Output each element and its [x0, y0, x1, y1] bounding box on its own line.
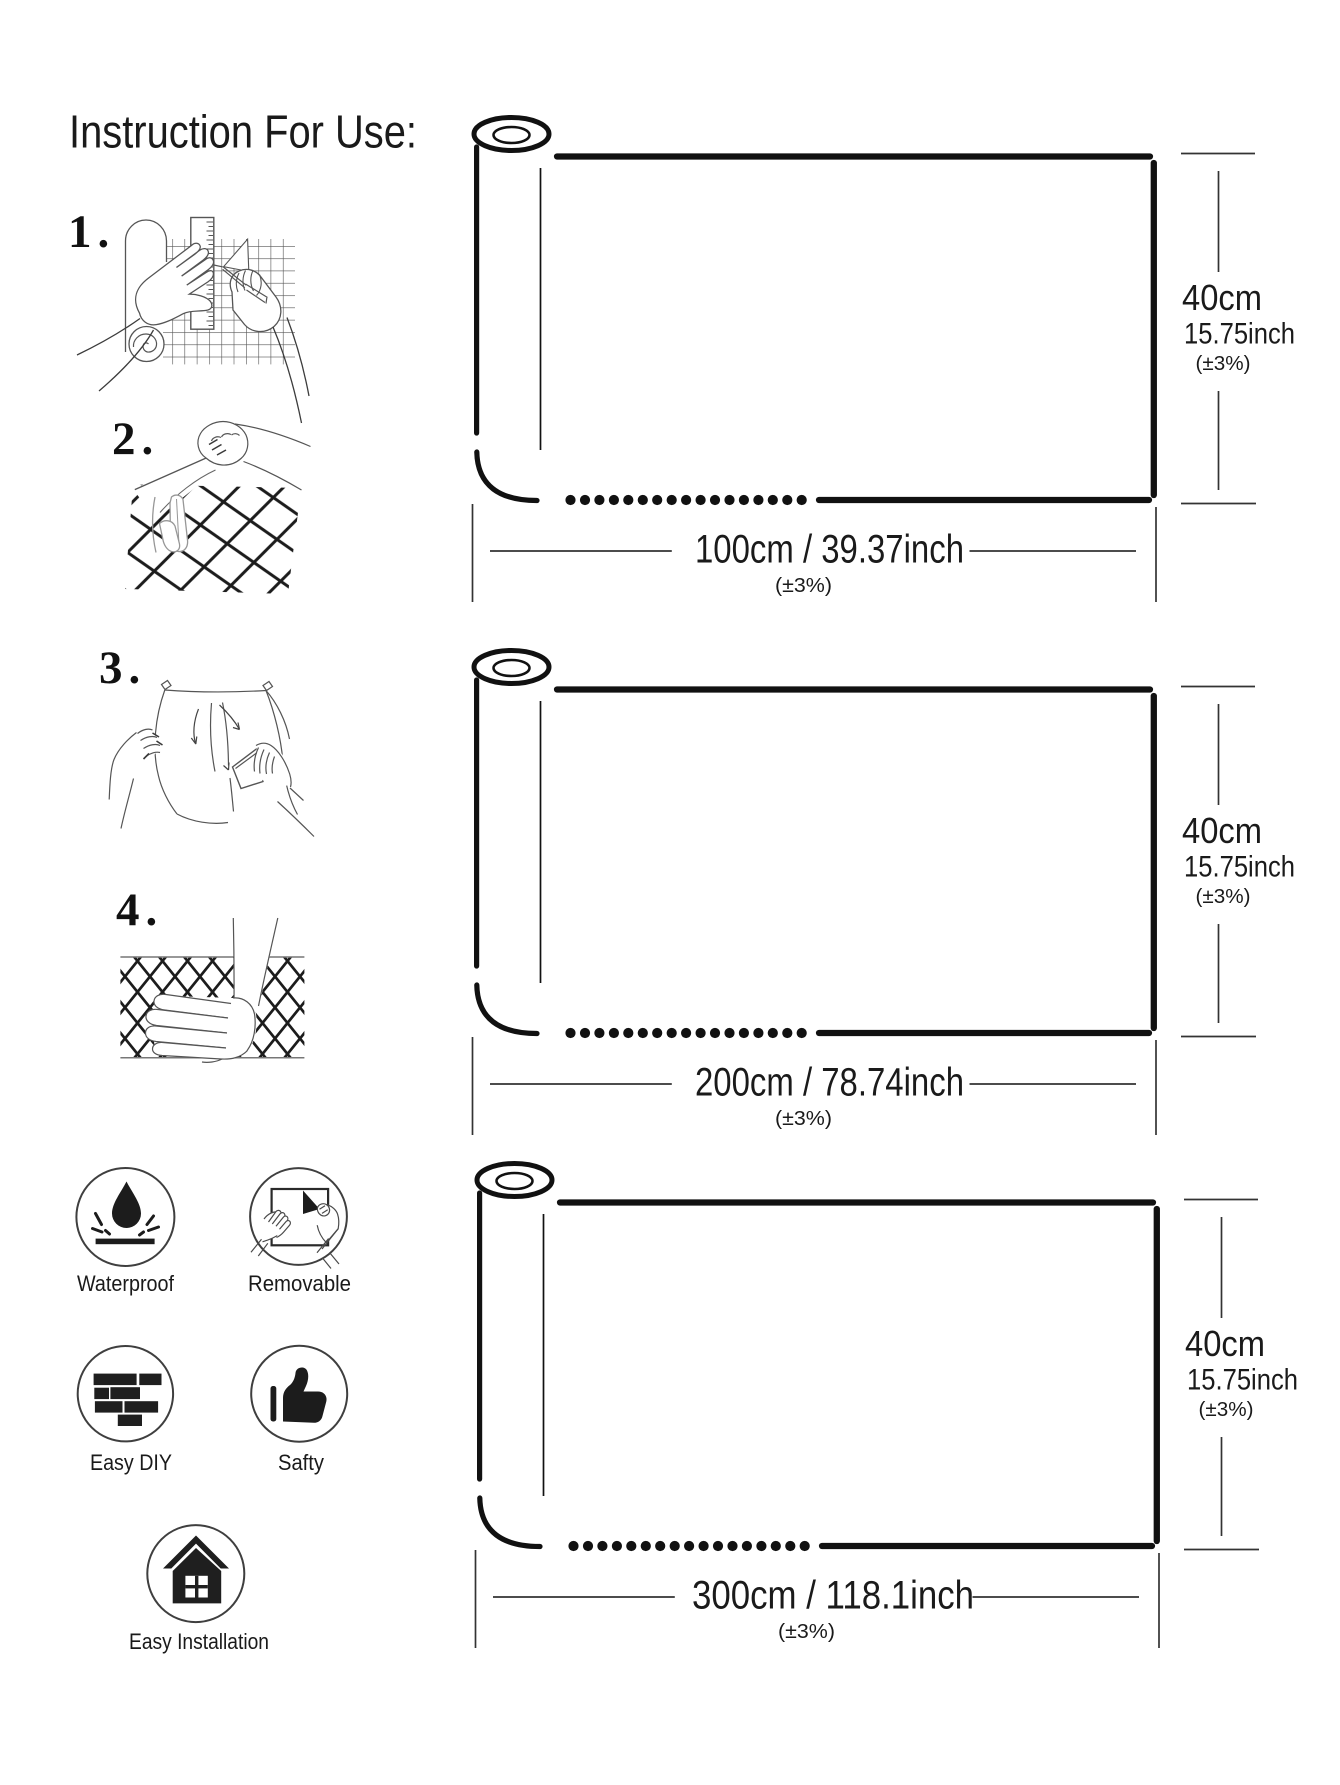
- svg-text:40cm: 40cm: [1182, 810, 1262, 851]
- svg-text:200cm / 78.74inch: 200cm / 78.74inch: [695, 1061, 964, 1105]
- svg-text:2.: 2.: [112, 413, 153, 465]
- svg-text:15.75inch: 15.75inch: [1184, 850, 1295, 883]
- svg-text:1.: 1.: [68, 206, 109, 258]
- svg-text:15.75inch: 15.75inch: [1184, 317, 1295, 350]
- svg-text:(±3%): (±3%): [775, 1107, 832, 1130]
- svg-text:Safty: Safty: [278, 1450, 324, 1475]
- svg-text:40cm: 40cm: [1182, 277, 1262, 318]
- svg-text:Easy DIY: Easy DIY: [90, 1450, 172, 1475]
- svg-text:15.75inch: 15.75inch: [1187, 1363, 1298, 1396]
- svg-text:(±3%): (±3%): [775, 574, 832, 597]
- svg-text:100cm / 39.37inch: 100cm / 39.37inch: [695, 528, 964, 572]
- svg-text:Instruction For Use:: Instruction For Use:: [69, 106, 417, 158]
- svg-text:Removable: Removable: [248, 1271, 351, 1296]
- svg-text:300cm / 118.1inch: 300cm / 118.1inch: [692, 1574, 974, 1618]
- svg-text:3.: 3.: [99, 642, 140, 694]
- svg-text:(±3%): (±3%): [778, 1620, 835, 1643]
- svg-text:(±3%): (±3%): [1199, 1398, 1254, 1421]
- svg-text:Easy Installation: Easy Installation: [129, 1629, 269, 1654]
- svg-text:Waterproof: Waterproof: [77, 1271, 175, 1296]
- svg-text:(±3%): (±3%): [1196, 352, 1251, 375]
- svg-text:(±3%): (±3%): [1196, 885, 1251, 908]
- svg-text:4.: 4.: [116, 884, 157, 936]
- svg-text:40cm: 40cm: [1185, 1323, 1265, 1364]
